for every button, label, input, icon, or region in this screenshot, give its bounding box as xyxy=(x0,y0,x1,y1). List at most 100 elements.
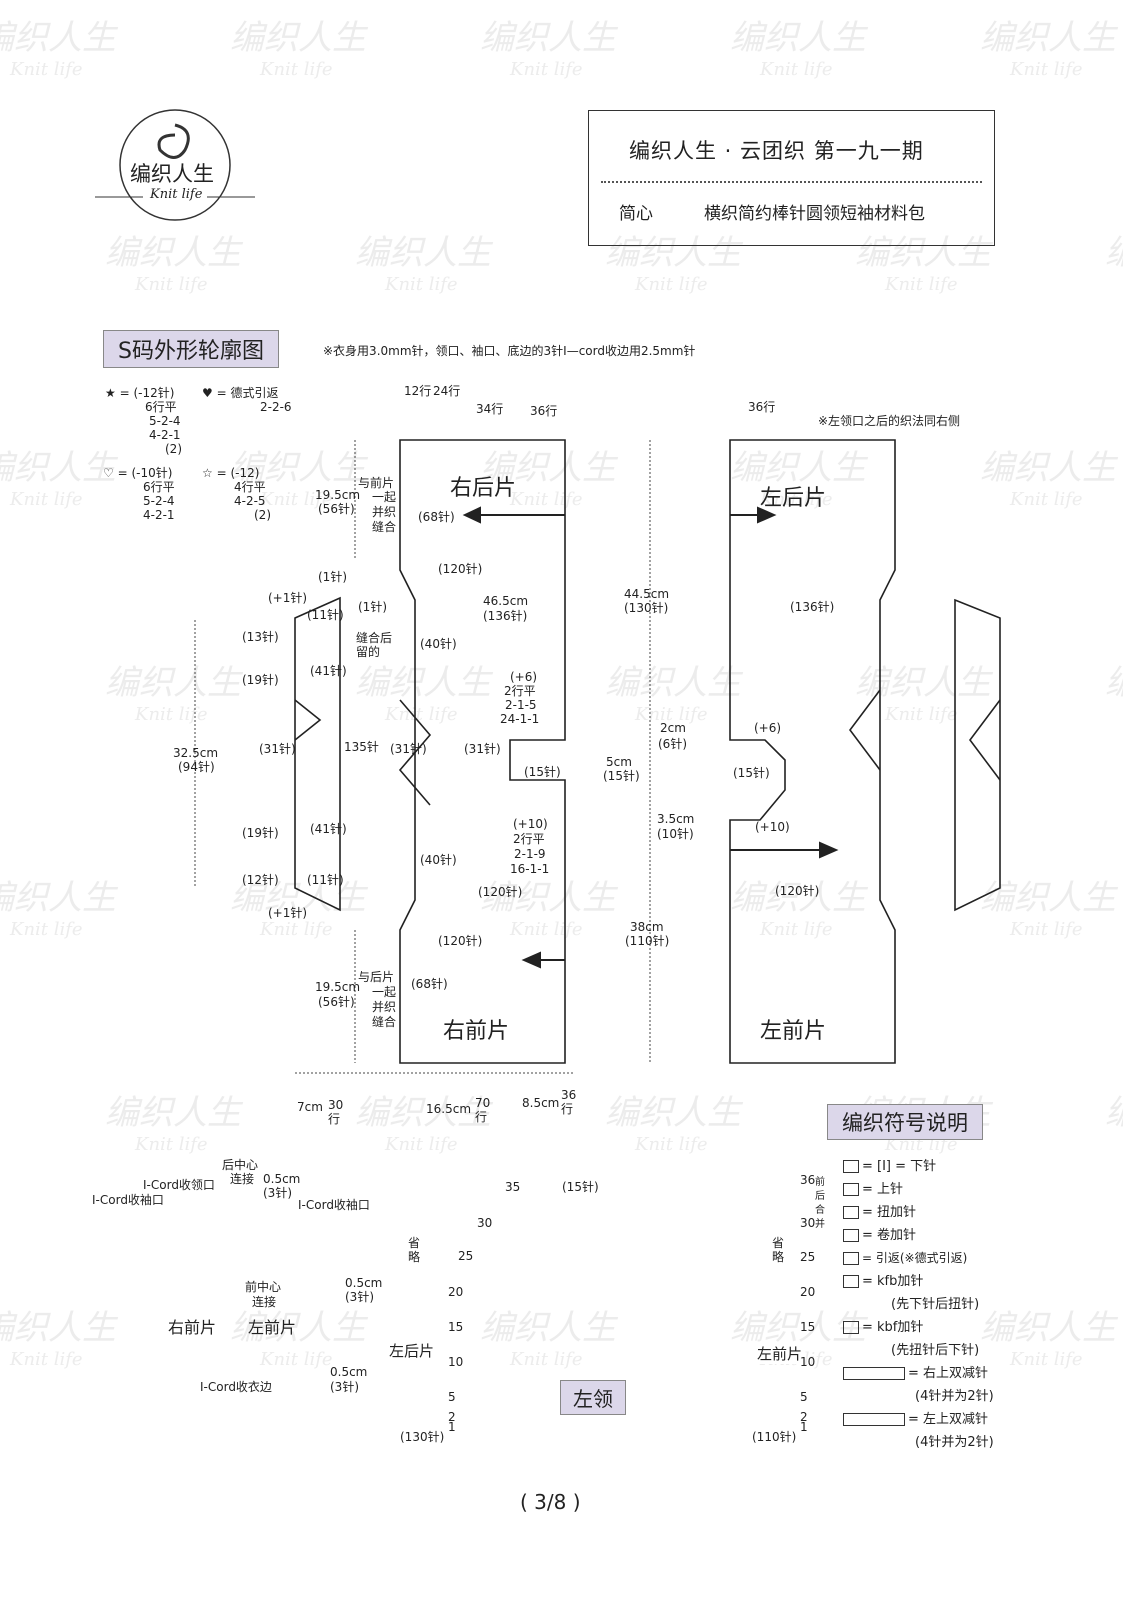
twist-inc-icon xyxy=(843,1206,859,1219)
dim-label: (10针) xyxy=(657,827,694,841)
star-open-def: = (-12) xyxy=(216,466,260,480)
collar-right-piece: 左前片 xyxy=(757,1343,803,1364)
legend-item-kfb: = kfb加针 xyxy=(843,1270,994,1293)
header-title: 编织人生 · 云团织 第一九一期 xyxy=(629,139,924,163)
right-note: ※左领口之后的织法同右侧 xyxy=(818,414,961,428)
inner-label: 2-1-5 xyxy=(505,698,537,712)
dim-label: (15针) xyxy=(733,766,770,780)
header-sub-right: 横织简约棒针圆领短袖材料包 xyxy=(704,204,925,224)
kfb-icon xyxy=(843,1275,859,1288)
dim-label: 缝合 xyxy=(372,1015,397,1029)
row-num: 10 xyxy=(800,1355,816,1369)
piece-name: 右前片 xyxy=(443,1019,510,1044)
row-num: 15 xyxy=(448,1320,464,1334)
sweater-label: (3针) xyxy=(345,1290,374,1304)
row-num: 1 xyxy=(800,1420,808,1434)
short-row-icon xyxy=(843,1252,859,1265)
row-num: 20 xyxy=(800,1285,816,1299)
inner-label: (68针) xyxy=(418,510,455,524)
symbol-star: ★ = (-12针) 6行平 5-2-4 4-2-1 (2) xyxy=(105,386,182,456)
inner-label: 16-1-1 xyxy=(510,862,550,876)
sweater-label: 0.5cm xyxy=(330,1365,368,1379)
collar-note: 前后合并 xyxy=(815,1177,825,1230)
sweater-label: (3针) xyxy=(263,1186,292,1200)
header-divider xyxy=(601,181,982,183)
dim-label: 5cm xyxy=(606,755,632,769)
logo-graphic xyxy=(95,109,255,221)
sleeve-label: (31针) xyxy=(464,742,501,756)
sweater-label: I-Cord收袖口 xyxy=(298,1198,370,1212)
dim-label: 缝合 xyxy=(372,520,397,534)
sleeve-label: 缝合后留的 xyxy=(356,631,393,659)
collar-omit: 省略 xyxy=(772,1236,785,1264)
sweater-label: 0.5cm xyxy=(345,1276,383,1290)
dim-label: 2cm xyxy=(660,721,686,735)
heart-open-def-line: 6行平 xyxy=(143,480,175,494)
row-num: 25 xyxy=(458,1249,474,1263)
dim-label: (+6) xyxy=(754,721,782,735)
inner-label: (15针) xyxy=(524,765,561,779)
collar-count: (130针) xyxy=(400,1430,445,1444)
sleeve-label: (41针) xyxy=(310,664,347,678)
inner-label: (40针) xyxy=(420,853,457,867)
row-num: 5 xyxy=(800,1390,808,1404)
dim-label: 19.5cm xyxy=(315,980,361,994)
sleeve-label: (11针) xyxy=(307,608,344,622)
legend-item-kbf-note: (先扭针后下针) xyxy=(891,1343,980,1358)
star-def: = (-12针) xyxy=(119,386,175,400)
top-label: 24行 xyxy=(433,384,461,398)
sleeve-label: (+1针) xyxy=(268,591,308,605)
header-box: 编织人生 · 云团织 第一九一期 简心 横织简约棒针圆领短袖材料包 xyxy=(588,110,995,246)
dim-label: (+10) xyxy=(755,820,790,834)
left-double-dec-icon xyxy=(843,1413,905,1426)
dim-label: 与前片 xyxy=(358,476,395,490)
dim-label: (110针) xyxy=(625,934,670,948)
roll-inc-icon xyxy=(843,1229,859,1242)
bottom-label: 70行 xyxy=(475,1096,491,1124)
symbol-heart: ♥ = 德式引返 2-2-6 xyxy=(202,386,292,414)
top-label: 12行 xyxy=(404,384,432,398)
sleeve-label: (19针) xyxy=(242,826,279,840)
top-label: 34行 xyxy=(476,402,504,416)
dim-label: 一起 xyxy=(372,490,397,504)
zigzag-right-2 xyxy=(969,699,1001,781)
dim-label: 并织 xyxy=(372,1000,397,1014)
row-num: 36 xyxy=(800,1173,816,1187)
star-open-icon: ☆ xyxy=(202,466,213,480)
dim-label: (94针) xyxy=(178,760,215,774)
star-open-def-line: 4行平 xyxy=(234,480,266,494)
piece-name: 左前片 xyxy=(760,1019,827,1044)
symbol-heart-open: ♡ = (-10针) 6行平 5-2-4 4-2-1 xyxy=(103,466,175,522)
row-num: 25 xyxy=(800,1250,816,1264)
zigzag-left-2 xyxy=(398,699,432,806)
zigzag-right-1 xyxy=(849,689,881,771)
legend-item-purl: = 上针 xyxy=(843,1178,994,1201)
legend-item-left-dec-note: (4针并为2针) xyxy=(915,1435,994,1450)
star-open-def-line: (2) xyxy=(254,508,271,522)
heart-open-icon: ♡ xyxy=(103,466,114,480)
inner-label: 2行平 xyxy=(513,832,545,846)
zigzag-left-1 xyxy=(294,699,322,741)
sleeve-label: (1针) xyxy=(358,600,387,614)
dim-label: 与后片 xyxy=(358,970,395,984)
dim-label: 32.5cm xyxy=(173,746,219,760)
inner-label: (136针) xyxy=(483,609,528,623)
bottom-label: 30行 xyxy=(328,1098,344,1126)
dim-label: (136针) xyxy=(790,600,835,614)
schematic-diagram xyxy=(194,439,1001,1074)
legend-item-twist-inc: = 扭加针 xyxy=(843,1201,994,1224)
logo: 编织人生 Knit life xyxy=(95,105,255,225)
inner-label: (+6) xyxy=(510,670,538,684)
sleeve-label: (13针) xyxy=(242,630,279,644)
inner-label: (68针) xyxy=(411,977,448,991)
piece-name: 右后片 xyxy=(450,476,517,501)
sleeve-label: (41针) xyxy=(310,822,347,836)
sleeve-label: (19针) xyxy=(242,673,279,687)
logo-en: Knit life xyxy=(150,187,203,202)
inner-label: (40针) xyxy=(420,637,457,651)
piece-name: 左后片 xyxy=(760,486,827,511)
row-num: 10 xyxy=(448,1355,464,1369)
legend-item-left-dec: = 左上双减针 xyxy=(843,1408,994,1431)
knit-icon xyxy=(843,1160,859,1173)
